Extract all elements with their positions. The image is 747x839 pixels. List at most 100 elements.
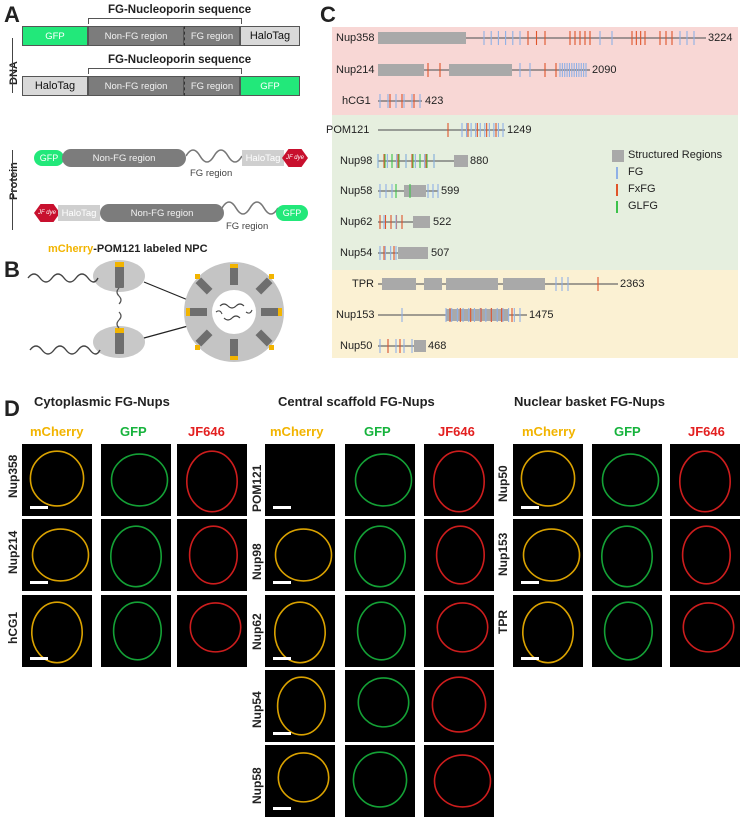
construct2-title: FG-Nucleoporin sequence <box>108 54 252 66</box>
scale-bar <box>273 807 291 810</box>
micro-nup214-jf <box>177 519 247 591</box>
micro-nup54-mcherry <box>265 670 335 742</box>
construct2-fg: FG region <box>184 76 240 96</box>
panel-c-label: C <box>320 2 336 27</box>
structured-nup58-0 <box>404 185 426 197</box>
chan-central-mcherry: mCherry <box>270 424 324 439</box>
row-label-nup54: Nup54 <box>250 691 264 728</box>
micro-pom121-jf <box>424 444 494 516</box>
nup-length-nup214: 2090 <box>592 64 617 76</box>
row-label-nup58: Nup58 <box>250 767 264 804</box>
micro-nup58-jf <box>424 745 494 817</box>
nuclear-envelope-ring <box>435 525 486 585</box>
panel-b-title-mcherry: mCherry <box>48 243 94 255</box>
construct1-bracket <box>88 18 242 24</box>
panel-b-title-rest: -POM121 labeled NPC <box>93 243 208 255</box>
construct1-title: FG-Nucleoporin sequence <box>108 4 252 16</box>
chan-cyto-jf: JF646 <box>188 424 225 439</box>
nup-label-nup62: Nup62 <box>340 216 373 228</box>
panel-d-label: D <box>4 396 20 421</box>
scale-bar <box>273 506 291 509</box>
micro-nup58-mcherry <box>265 745 335 817</box>
chan-basket-gfp: GFP <box>614 424 641 439</box>
nup-label-nup358: Nup358 <box>336 32 375 44</box>
construct1-fg: FG region <box>184 26 240 46</box>
construct1-gfp: GFP <box>22 26 88 46</box>
section-title-central: Central scaffold FG-Nups <box>278 394 435 409</box>
scale-bar <box>521 581 539 584</box>
nuclear-envelope-ring <box>354 453 413 507</box>
micro-nup358-gfp <box>101 444 171 516</box>
row-label-pom121: POM121 <box>250 464 264 512</box>
nuclear-envelope-ring <box>353 525 407 588</box>
legend-fxfg-label: FxFG <box>628 183 656 195</box>
nuclear-envelope-ring <box>189 602 242 653</box>
nuclear-envelope-ring <box>110 453 169 507</box>
nuclear-envelope-ring <box>521 601 575 664</box>
nup-length-nup98: 880 <box>470 155 489 167</box>
chan-cyto-mcherry: mCherry <box>30 424 84 439</box>
micro-nup214-gfp <box>101 519 171 591</box>
nup-label-tpr: TPR <box>352 278 374 290</box>
chan-cyto-gfp: GFP <box>120 424 147 439</box>
protein2-nonfg: Non-FG region <box>100 204 224 222</box>
nuclear-envelope-ring <box>276 676 327 736</box>
chan-basket-mcherry: mCherry <box>522 424 576 439</box>
micro-tpr-gfp <box>592 595 662 667</box>
micro-nup153-mcherry <box>513 519 583 591</box>
micro-nup358-jf <box>177 444 247 516</box>
nup-length-nup50: 468 <box>428 340 447 352</box>
micro-nup153-gfp <box>592 519 662 591</box>
nup-label-nup98: Nup98 <box>340 155 373 167</box>
nuclear-envelope-ring <box>277 752 330 803</box>
nuclear-envelope-ring <box>112 601 163 661</box>
structured-nup358-0 <box>378 32 466 44</box>
structured-nup62-0 <box>413 216 430 228</box>
construct2-nonfg: Non-FG region <box>88 76 184 96</box>
nuclear-envelope-ring <box>678 450 732 513</box>
nuclear-envelope-ring <box>601 453 660 507</box>
nup-label-nup214: Nup214 <box>336 64 375 76</box>
legend-glfg-swatch <box>616 201 618 213</box>
scale-bar <box>30 506 48 509</box>
nup-label-hcg1: hCG1 <box>342 95 371 107</box>
structured-tpr-0 <box>382 278 416 290</box>
protein1-jf-dye: JF dye <box>282 149 308 167</box>
nup-length-nup153: 1475 <box>529 309 554 321</box>
micro-nup50-jf <box>670 444 740 516</box>
nuclear-envelope-ring <box>600 525 654 588</box>
chan-basket-jf: JF646 <box>688 424 725 439</box>
section-title-cytoplasmic: Cytoplasmic FG-Nups <box>34 394 170 409</box>
construct2-gfp: GFP <box>240 76 300 96</box>
micro-pom121-mcherry <box>265 444 335 516</box>
row-label-nup50: Nup50 <box>496 465 510 502</box>
nuclear-envelope-ring <box>352 751 408 808</box>
construct2-bracket <box>88 68 242 74</box>
protein2-halotag: HaloTag <box>58 205 100 221</box>
row-label-nup153: Nup153 <box>496 532 510 576</box>
nup-length-nup54: 507 <box>431 247 450 259</box>
nup-domain-map <box>377 31 706 353</box>
scale-bar <box>521 506 539 509</box>
nup-length-nup62: 522 <box>433 216 452 228</box>
nup-length-pom121: 1249 <box>507 124 532 136</box>
micro-nup98-gfp <box>345 519 415 591</box>
micro-tpr-jf <box>670 595 740 667</box>
nuclear-envelope-ring <box>431 676 487 733</box>
nuclear-envelope-ring <box>681 525 732 585</box>
micro-pom121-gfp <box>345 444 415 516</box>
row-label-nup62: Nup62 <box>250 613 264 650</box>
legend-structured-swatch <box>612 150 624 162</box>
scale-bar <box>273 581 291 584</box>
scale-bar <box>521 657 539 660</box>
row-label-tpr: TPR <box>496 610 510 634</box>
nuclear-envelope-ring <box>603 601 654 661</box>
nup-label-nup153: Nup153 <box>336 309 375 321</box>
micro-nup98-mcherry <box>265 519 335 591</box>
nuclear-envelope-ring <box>357 677 410 728</box>
protein1-gfp: GFP <box>34 150 64 166</box>
chan-central-jf: JF646 <box>438 424 475 439</box>
panel-b-title: mCherry-POM121 labeled NPC <box>48 243 208 255</box>
nuclear-envelope-ring <box>30 601 84 664</box>
construct1-nonfg: Non-FG region <box>88 26 184 46</box>
